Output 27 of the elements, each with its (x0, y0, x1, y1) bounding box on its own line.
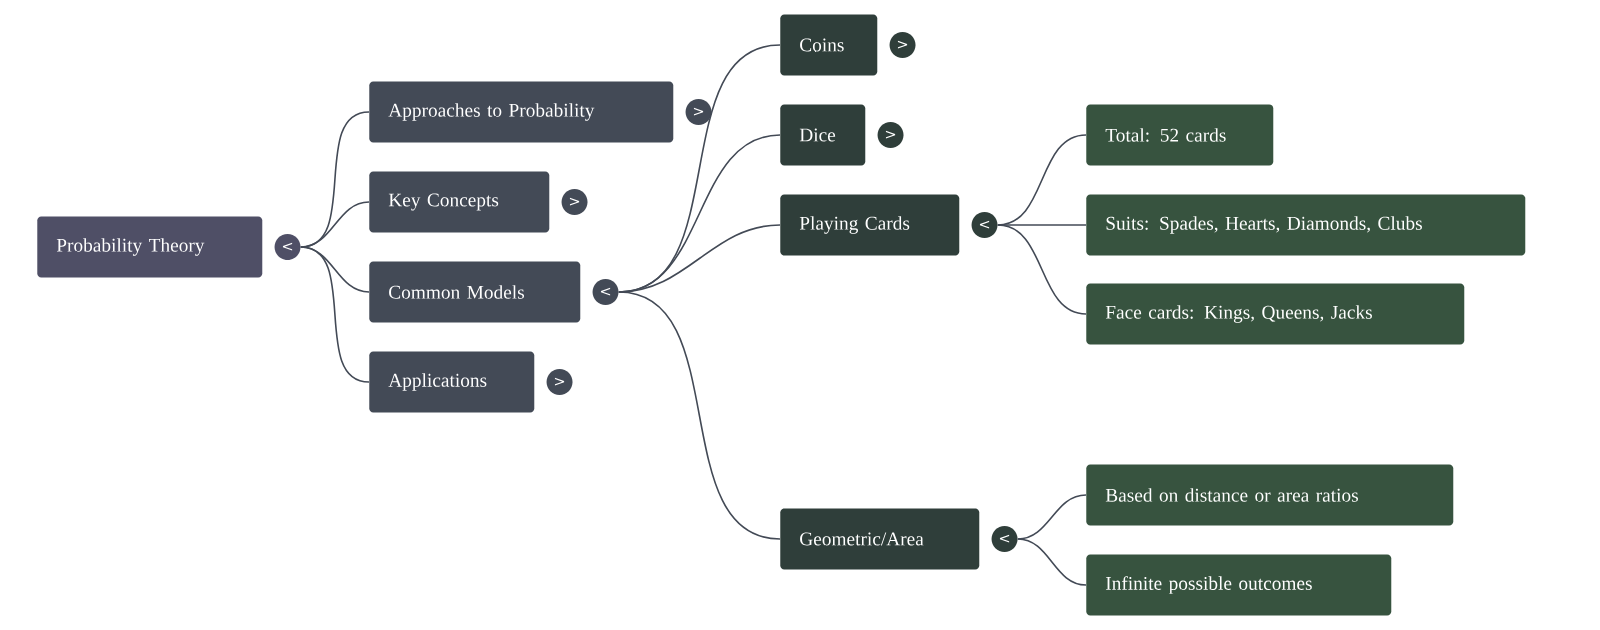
toggle-button: < (592, 279, 619, 305)
topic-box: Approaches to Probability (369, 81, 674, 143)
topic-box: Common Models (369, 261, 581, 323)
toggle-button: < (274, 234, 301, 260)
toggle-button: > (561, 189, 588, 215)
topic-box: Total: 52 cards (1086, 104, 1274, 166)
connector (997, 224, 1087, 315)
topic-box: Geometric/Area (780, 508, 980, 570)
topic-box: Probability Theory (37, 216, 263, 278)
toggle-button: > (546, 369, 573, 395)
topic-box: Playing Cards (780, 194, 960, 256)
topic-box: Suits: Spades, Hearts, Diamonds, Clubs (1086, 194, 1526, 256)
topic-box: Based on distance or area ratios (1086, 464, 1454, 526)
topic-box: Infinite possible outcomes (1086, 554, 1392, 616)
topic-box: Face cards: Kings, Queens, Jacks (1086, 283, 1465, 345)
toggle-button: < (971, 212, 998, 238)
connector (1017, 538, 1087, 586)
toggle-button: > (685, 99, 712, 125)
connector (300, 246, 370, 383)
toggle-button: > (889, 32, 916, 58)
toggle-button: < (991, 526, 1018, 552)
topic-box: Coins (780, 14, 878, 76)
topic-box: Applications (369, 351, 535, 413)
toggle-button: > (877, 122, 904, 148)
topic-box: Dice (780, 104, 866, 166)
topic-box: Key Concepts (369, 171, 550, 233)
connector (618, 291, 781, 540)
